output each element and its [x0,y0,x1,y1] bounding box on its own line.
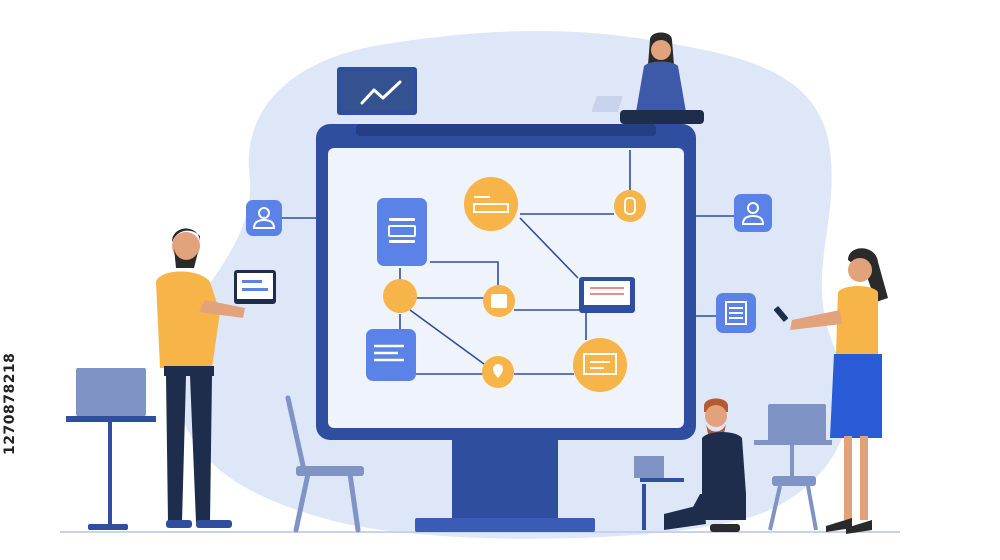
man-standing-left [156,228,276,528]
node-card [579,277,635,313]
node-doc-blue-bottom [366,329,416,381]
node-orange-mid [383,279,417,313]
stock-image-id: 1270878218 [2,352,18,455]
flow-lines [399,150,631,375]
badge-icon [624,197,636,215]
node-orange-square [483,285,515,317]
node-location [482,356,514,388]
card-icon [590,287,624,295]
man-sitting [634,398,746,532]
outer-connectors [282,215,734,317]
document-icon [388,218,416,243]
right-desk [754,404,832,531]
phone-icon [773,306,789,322]
document-icon [725,301,747,325]
location-pin-icon [493,364,503,378]
trend-line-icon [360,80,402,105]
doc-badge-right [716,293,756,333]
chart-sign [337,67,417,115]
laptop-icon [591,96,623,112]
left-lectern [66,368,156,530]
woman-standing-right [773,248,888,534]
node-orange-small [614,190,646,222]
woman-on-monitor [591,32,704,124]
center-chair-seat [296,466,364,476]
node-orange-large [573,338,627,392]
node-doc-blue-top [377,198,427,266]
user-badge-right [734,194,772,232]
tablet-icon [234,270,276,304]
laptop-icon [634,456,684,482]
user-icon [252,207,276,229]
list-icon [473,196,509,213]
monitor [316,124,696,440]
user-badge-left [246,200,282,236]
node-orange-top [464,177,518,231]
monitor-stand [415,438,595,532]
text-lines-icon [374,344,404,362]
user-icon [741,202,765,225]
